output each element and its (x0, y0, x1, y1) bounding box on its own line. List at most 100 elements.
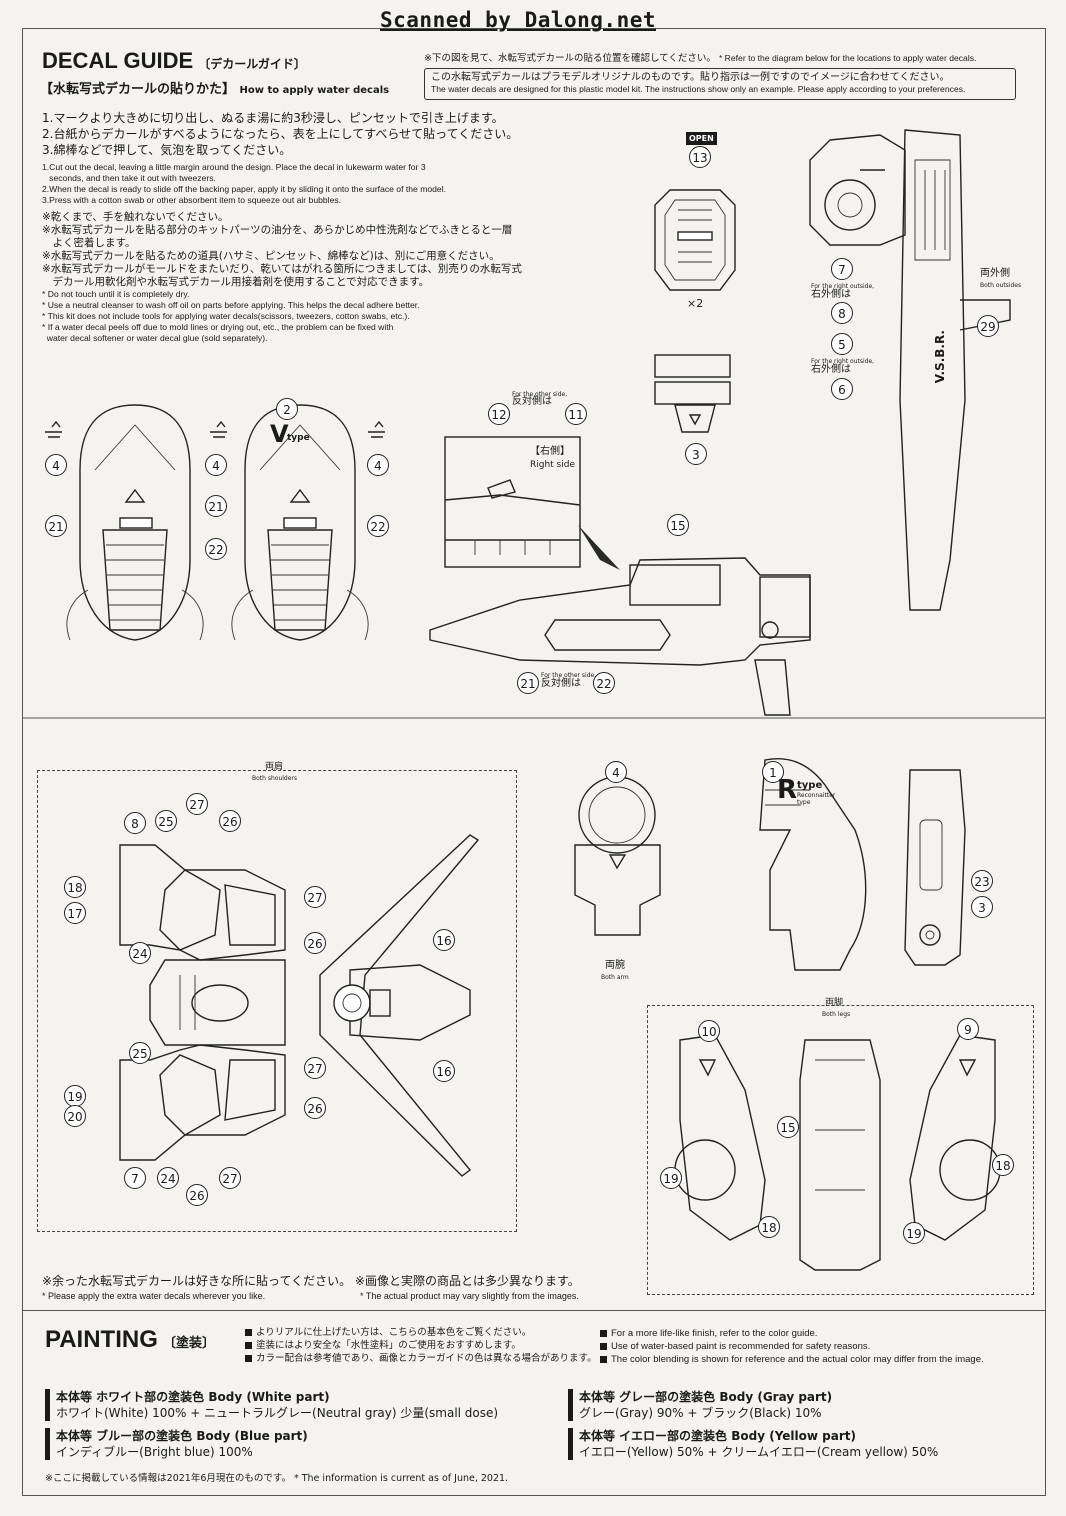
color-yellow-mix: イエロー(Yellow) 50% + クリームイエロー(Cream yellow… (579, 1445, 939, 1459)
both-arm-en: Both arm (601, 974, 629, 981)
note-en-5: water decal softener or water decal glue… (42, 333, 268, 343)
open-label: OPEN (686, 132, 717, 145)
callout-21b: 21 (205, 495, 227, 517)
painting-notes-jp: よりリアルに仕上げたい方は、こちらの基本色をご覧ください。 塗装にはより安全な「… (245, 1326, 597, 1365)
callout-8: 8 (124, 812, 146, 834)
callout-6: 6 (831, 378, 853, 400)
callout-18: 18 (64, 876, 86, 898)
callout-7: 7 (831, 258, 853, 280)
callout-27d: 27 (219, 1167, 241, 1189)
step-jp-2: 2.台紙からデカールがすべるようになったら、表を上にしてすべらせて貼ってください… (42, 127, 519, 141)
color-blue-mix: インディブルー(Bright blue) 100% (56, 1445, 253, 1459)
other-side-en-bottom: For the other side, (541, 672, 597, 679)
note-jp-1: ※乾くまで、手を触れないでください。 (42, 211, 229, 223)
callout-26d: 26 (186, 1184, 208, 1206)
callout-4-arm: 4 (605, 761, 627, 783)
step-en-1: 1.Cut out the decal, leaving a little ma… (42, 162, 426, 172)
color-blue-head: 本体等 ブルー部の塗装色 Body (Blue part) (56, 1429, 308, 1443)
decal-guide-title: DECAL GUIDE (42, 48, 194, 73)
scan-banner: Scanned by Dalong.net (380, 8, 657, 32)
callout-26b: 26 (304, 932, 326, 954)
callout-3: 3 (971, 896, 993, 918)
both-arm-jp: 両腕 (605, 960, 625, 971)
painting-note-en-3: The color blending is shown for referenc… (600, 1353, 984, 1366)
step-jp-1: 1.マークより大きめに切り出し、ぬるま湯に約3秒浸し、ピンセットで引き上げます。 (42, 111, 504, 125)
howto-jp: 【水転写式デカールの貼りかた】 (40, 82, 236, 97)
howto-en: How to apply water decals (239, 85, 390, 96)
color-white-mix: ホワイト(White) 100% + ニュートラルグレー(Neutral gra… (56, 1406, 499, 1420)
callout-20: 20 (64, 1105, 86, 1127)
callout-4b: 4 (205, 454, 227, 476)
note-jp-5: ※水転写式デカールがモールドをまたいだり、乾いてはがれる箇所につきましては、別売… (42, 263, 522, 275)
color-gray-head: 本体等 グレー部の塗装色 Body (Gray part) (579, 1390, 833, 1404)
howto-heading: 【水転写式デカールの貼りかた】 How to apply water decal… (40, 78, 389, 97)
top-note-jp: ※下の図を見て、水転写式デカールの貼る位置を確認してください。 (424, 53, 716, 64)
rifle-art (429, 557, 811, 716)
rtype-sub: Reconnaitter type (797, 792, 836, 806)
callout-11: 11 (565, 403, 587, 425)
note-en-4: * If a water decal peels off due to mold… (42, 322, 394, 332)
callout-15: 15 (777, 1116, 799, 1138)
original-decal-box: この水転写式デカールはプラモデルオリジナルのものです。貼り指示は一例ですのでイメ… (424, 68, 1016, 100)
callout-18-leg: 18 (992, 1154, 1014, 1176)
callout-13: 13 (689, 146, 711, 168)
other-side-en-top: For the other side, (512, 391, 568, 398)
extra-note-en1: * Please apply the extra water decals wh… (42, 1291, 266, 1301)
rtype-arm-art (759, 758, 867, 971)
shoulders-frame (37, 770, 517, 1232)
painting-heading: PAINTING 〔塗装〕 (45, 1326, 215, 1354)
decal-guide-title-jp: 〔デカールガイド〕 (198, 57, 306, 71)
color-gray: 本体等 グレー部の塗装色 Body (Gray part) グレー(Gray) … (568, 1389, 832, 1421)
callout-10: 10 (698, 1020, 720, 1042)
both-legs-en: Both legs (822, 1011, 851, 1018)
steps: 1.マークより大きめに切り出し、ぬるま湯に約3秒浸し、ピンセットで引き上げます。… (42, 110, 542, 344)
vtype-letter: V (270, 420, 289, 448)
right-outside-en-b: For the right outside, (811, 358, 875, 365)
part-13-art (654, 189, 736, 291)
step-en-3: 3.Press with a cotton swab or other abso… (42, 195, 342, 205)
decal-marker-icons (45, 420, 385, 438)
both-shoulders-en: Both shoulders (252, 775, 298, 782)
callout-3-top: 3 (685, 443, 707, 465)
color-white-head: 本体等 ホワイト部の塗装色 Body (White part) (56, 1390, 330, 1404)
painting-note-en-2: Use of water-based paint is recommended … (600, 1340, 984, 1353)
callout-18-leg-b: 18 (758, 1216, 780, 1238)
callout-22b: 22 (367, 515, 389, 537)
callout-16b: 16 (433, 1060, 455, 1082)
right-side-jp: 【右側】 (530, 446, 570, 457)
painting-note-jp-2: 塗装にはより安全な「水性塗料」のご使用をおすすめします。 (245, 1339, 597, 1352)
callout-19-leg-b: 19 (903, 1222, 925, 1244)
zoom-inset-art (444, 436, 620, 570)
note-jp-2: ※水転写式デカールを貼る部分のキットパーツの油分を、あらかじめ中性洗剤などでふき… (42, 224, 513, 236)
callout-27b: 27 (304, 886, 326, 908)
note-jp-4: ※水転写式デカールを貼るための道具(ハサミ、ピンセット、綿棒など)は、別にご用意… (42, 250, 500, 262)
other-side-jp-bottom: 反対側は (541, 678, 581, 689)
legs-frame (647, 1005, 1034, 1295)
callout-17: 17 (64, 902, 86, 924)
shoulder-armor-art (119, 844, 286, 1161)
right-outside-jp-a: 右外側は (811, 289, 851, 300)
callout-2: 2 (276, 398, 298, 420)
painting-note-en-1: For a more life-like finish, refer to th… (600, 1327, 984, 1340)
right-side-en: Right side (530, 460, 575, 470)
box-jp: この水転写式デカールはプラモデルオリジナルのものです。貼り指示は一例ですのでイメ… (431, 72, 950, 83)
box-en: The water decals are designed for this p… (431, 84, 966, 94)
decal-guide-heading: DECAL GUIDE 〔デカールガイド〕 (42, 48, 306, 74)
page-frame (22, 28, 1046, 1496)
callout-22c: 22 (593, 672, 615, 694)
callout-27c: 27 (304, 1057, 326, 1079)
both-outsides-jp: 両外側 (980, 268, 1010, 279)
both-outsides-en: Both outsides (980, 282, 1022, 289)
callout-19: 19 (64, 1085, 86, 1107)
callout-26a: 26 (219, 810, 241, 832)
x2-label: ×2 (687, 297, 704, 310)
callout-8-top: 8 (831, 302, 853, 324)
callout-24b: 24 (157, 1167, 179, 1189)
note-en-3: * This kit does not include tools for ap… (42, 311, 410, 321)
callout-1: 1 (762, 761, 784, 783)
note-en-1: * Do not touch until it is completely dr… (42, 289, 190, 299)
rtype-word: type (797, 780, 823, 791)
rtype-letter: R (777, 775, 798, 805)
callout-4c: 4 (367, 454, 389, 476)
callout-27a: 27 (186, 793, 208, 815)
